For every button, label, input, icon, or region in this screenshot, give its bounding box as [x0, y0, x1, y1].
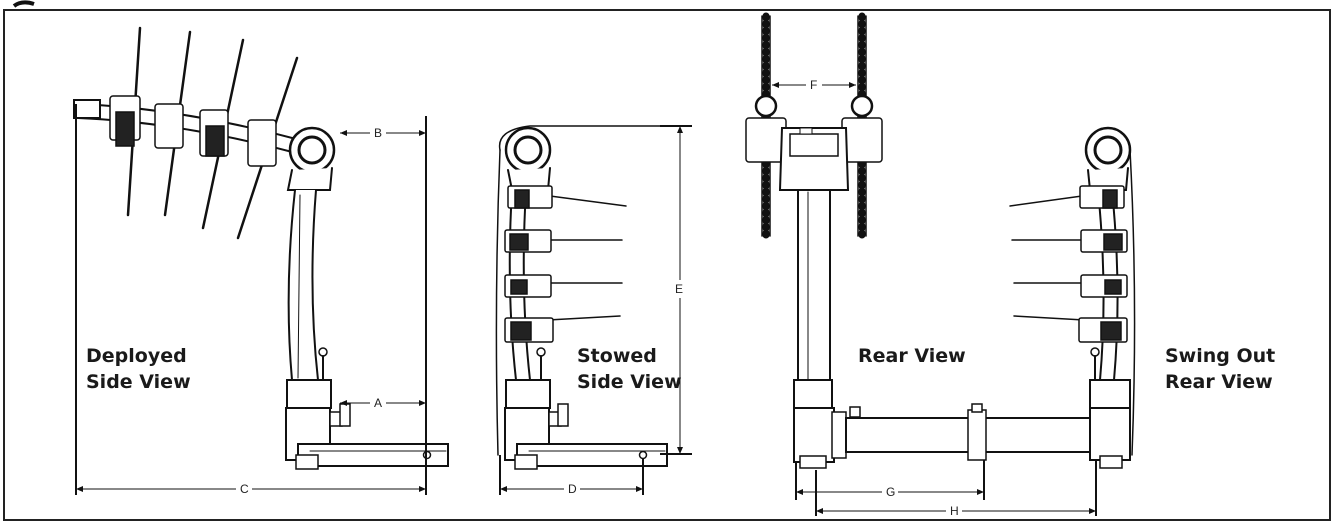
dim-label-a: A: [374, 396, 382, 410]
mast: [287, 189, 320, 381]
dim-label-c: C: [240, 482, 249, 496]
dim-label-f: F: [810, 78, 817, 92]
dim-label-d: D: [568, 482, 577, 496]
label-rear-view: Rear View: [858, 345, 966, 367]
deployed-dimensions: [75, 104, 427, 495]
header-strip: [0, 0, 1334, 8]
dim-label-h: H: [950, 504, 959, 518]
bike-cradles: [109, 95, 277, 167]
stowed-dimensions: [499, 125, 692, 495]
swing-out-rear-view: [1009, 126, 1136, 469]
dim-label-e: E: [675, 282, 683, 296]
swing-bike-arms: [1009, 195, 1087, 321]
label-stowed-side-view: Stowed Side View: [577, 345, 682, 393]
deployed-side-view: [73, 26, 449, 470]
label-swing-out-rear-view: Swing Out Rear View: [1165, 345, 1282, 393]
rear-mast: [797, 189, 831, 391]
dim-label-g: G: [886, 485, 895, 499]
outer-frame: [3, 9, 1331, 521]
dim-label-b: B: [374, 126, 382, 140]
label-deployed-side-view: Deployed Side View: [86, 345, 193, 393]
rear-dimensions: [772, 82, 1097, 516]
stowed-side-view: [495, 125, 668, 470]
rear-view: [745, 12, 1095, 469]
stowed-bike-arms: [544, 195, 627, 321]
